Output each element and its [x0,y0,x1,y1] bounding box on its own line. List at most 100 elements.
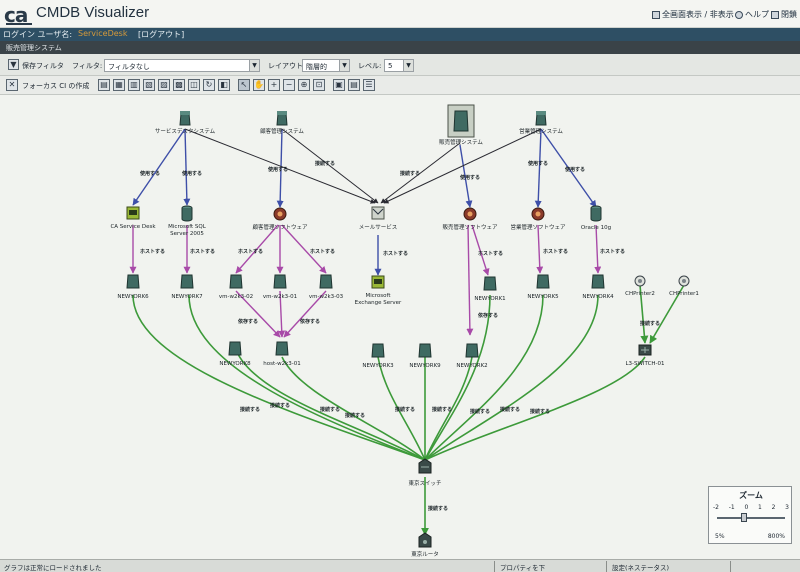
node-newyork1[interactable]: NEWYORK1 [474,276,506,302]
node-customer-software[interactable]: 顧客管理ソフトウェア [252,207,308,231]
image-icon[interactable]: ▤ [348,79,360,91]
node-vm-w2k3-01[interactable]: vm-w2k3-01 [263,274,297,300]
layout-select[interactable]: 階層的 ▼ [302,59,350,72]
zoom-max-label: 800% [767,533,785,540]
node-chprinter1[interactable]: CHPrinter1 [669,275,699,297]
node-newyork7[interactable]: NEWYORK7 [171,274,203,300]
edge-labels: 使用する 使用する 使用する 接続する 接続する 使用する 使用する 使用する … [139,160,660,512]
node-l3-switch[interactable]: L3-SWITCH-01 [625,344,665,367]
node-service-desk-system[interactable]: サービスデスクシステム [155,111,216,135]
node-exchange-server[interactable]: Microsoft Exchange Server [355,275,402,306]
print-preview-icon[interactable]: ▧ [143,79,155,91]
graph-canvas[interactable]: 使用する 使用する 使用する 接続する 接続する 使用する 使用する 使用する … [0,95,800,559]
login-label: ログイン ユーザ名: [3,30,73,39]
node-mail-service[interactable]: メールサービス [359,206,398,231]
copy-icon[interactable]: ▩ [173,79,185,91]
node-newyork2[interactable]: NEWYORK2 [456,343,488,369]
filter-toolbar: ▼ 保存フィルタ フィルタ: フィルタなし ▼ レイアウト: 階層的 ▼ レベル… [0,54,800,76]
saved-filter-icon[interactable]: ▼ [8,59,19,70]
node-label: CA Service Desk [110,224,156,230]
depends-edges [129,224,602,338]
node-newyork6[interactable]: NEWYORK6 [117,274,149,300]
zoom-slider-track[interactable] [717,517,785,519]
node-newyork8[interactable]: NEWYORK8 [219,341,251,367]
switch-connection-edges [132,284,685,536]
open-icon[interactable]: ▦ [113,79,125,91]
edge-label-connected: 接続する [431,406,452,413]
edge-newyork4-switch [424,294,599,461]
overview-icon[interactable]: ▣ [333,79,345,91]
node-label: 東京ルータ [411,550,439,558]
node-vm-w2k3-03[interactable]: vm-w2k3-03 [309,274,344,300]
zoom-area-icon[interactable]: ⊡ [313,79,325,91]
zoom-tick: -1 [728,504,735,511]
node-newyork5[interactable]: NEWYORK5 [527,274,559,300]
node-label: メールサービス [359,223,398,231]
ci-relationship-graph[interactable]: 使用する 使用する 使用する 接続する 接続する 使用する 使用する 使用する … [0,95,800,559]
login-username: ServiceDesk [78,29,128,38]
level-select[interactable]: 5 ▼ [384,59,414,72]
zoom-in-icon[interactable]: + [268,79,280,91]
close-link[interactable]: 閉鎖 [771,9,797,20]
select-pointer-icon[interactable]: ↖ [238,79,250,91]
edge-label-depends: 依存する [300,318,320,325]
node-sales-software[interactable]: 販売管理ソフトウェア [442,207,498,231]
node-label: NEWYORK2 [456,363,487,369]
fullscreen-link[interactable]: 全画面表示 / 非表示 [652,9,734,20]
login-bar: ログイン ユーザ名: ServiceDesk [ログアウト] [0,28,800,41]
node-host-w2k3-01[interactable]: host-w2k3-01 [263,341,301,367]
node-vm-w2k3-02[interactable]: vm-w2k3-02 [219,274,253,300]
node-label: vm-w2k3-01 [263,294,297,300]
logout-link[interactable]: [ログアウト] [138,30,185,39]
edge-label-hosts: ホストする [190,248,215,255]
zoom-fit-icon[interactable]: ⊕ [298,79,310,91]
ci-nodes[interactable]: サービスデスクシステム 顧客管理システム 販売管理システム 営業管理システム [110,104,699,558]
create-focus-ci-button[interactable]: フォーカス CI の作成 [22,82,90,90]
help-link[interactable]: ヘルプ [735,9,769,20]
pan-hand-icon[interactable]: ✋ [253,79,265,91]
zoom-out-icon[interactable]: − [283,79,295,91]
help-label: ヘルプ [745,10,769,19]
print-icon[interactable]: ▥ [128,79,140,91]
edge-label-uses: 使用する [139,170,160,177]
saved-filter-button[interactable]: 保存フィルタ [22,62,64,70]
fullscreen-label: 全画面表示 / 非表示 [662,10,734,19]
node-business-software[interactable]: 営業管理ソフトウェア [510,207,566,231]
export-icon[interactable]: ▨ [158,79,170,91]
node-oracle[interactable]: Oracle 10g [581,205,611,231]
edge-newyork6-switch [132,294,426,461]
properties-icon[interactable]: ◧ [218,79,230,91]
node-tokyo-router[interactable]: 東京ルータ [411,532,439,558]
status-message: グラフは正常にロードされました [4,564,102,572]
zoom-min-label: 5% [715,533,725,540]
node-chprinter2[interactable]: CHPrinter2 [625,275,655,297]
node-business-mgmt-system[interactable]: 営業管理システム [519,111,563,135]
node-ca-service-desk[interactable]: CA Service Desk [110,206,156,230]
save-icon[interactable]: ▤ [98,79,110,91]
node-tokyo-switch[interactable]: 東京スイッチ [408,458,442,487]
node-label: 顧客管理システム [260,127,304,135]
app-title: CMDB Visualizer [36,4,150,21]
edge-newyork8-switch [234,346,426,461]
status-setting[interactable]: 設定(ネステータス) [612,564,670,572]
edge-host01-switch [281,356,426,461]
status-properties[interactable]: プロパティを下 [500,564,546,572]
refresh-icon[interactable]: ↻ [203,79,215,91]
edge-newyork2-switch [424,356,473,461]
layout-icon[interactable]: ◫ [188,79,200,91]
edge-label-uses: 使用する [267,166,288,173]
filter-select[interactable]: フィルタなし ▼ [104,59,260,72]
node-newyork4[interactable]: NEWYORK4 [582,274,614,300]
status-bar: グラフは正常にロードされました プロパティを下 設定(ネステータス) [0,559,800,572]
node-microsoft-sql-server[interactable]: Microsoft SQL Server 2005 [168,205,207,237]
edge-label-connected: 接続する [394,406,415,413]
zoom-slider-thumb[interactable] [741,513,748,522]
zoom-title: ズーム [739,491,763,500]
node-customer-mgmt-system[interactable]: 顧客管理システム [260,111,304,135]
chevron-down-icon: ▼ [403,60,413,71]
node-newyork3[interactable]: NEWYORK3 [362,343,394,369]
node-newyork9[interactable]: NEWYORK9 [409,343,441,369]
node-sales-mgmt-system[interactable]: 販売管理システム [439,104,483,146]
settings-icon[interactable]: ☰ [363,79,375,91]
focus-ci-icon[interactable]: ✕ [6,79,18,91]
